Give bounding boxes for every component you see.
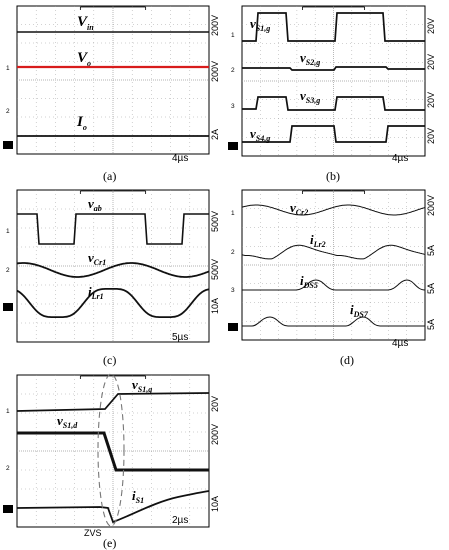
channel-marker-2: 2 bbox=[6, 108, 10, 115]
scale-vs3g: 20V bbox=[426, 92, 436, 108]
scale-vs2g: 20V bbox=[426, 54, 436, 70]
scale-ids5: 5A bbox=[426, 283, 436, 294]
scale-vo: 200V bbox=[210, 61, 220, 82]
trace-ilr2 bbox=[241, 244, 426, 260]
scale-vs1g: 20V bbox=[210, 396, 220, 412]
channel-marker-3: 3 bbox=[231, 103, 235, 110]
channel-marker-1: 1 bbox=[6, 65, 10, 72]
trace-vcr1 bbox=[16, 262, 210, 278]
trace-vab bbox=[17, 213, 209, 245]
scale-vs4g: 20V bbox=[426, 128, 436, 144]
channel-marker-3: 3 bbox=[231, 287, 235, 294]
channel-marker-4: 4 bbox=[230, 144, 234, 151]
signal-label-io: Io bbox=[76, 114, 87, 132]
panel-d: vCr2 iLr2 iDS5 iDS7 1 2 3 4 200V 5A 5A 5… bbox=[228, 189, 436, 367]
signal-label-vin: Vin bbox=[77, 14, 94, 32]
signal-label-vs2g: vS2,g bbox=[300, 50, 320, 67]
panel-e: ZVS vS1,g vS1,d iS1 1 2 3 20V 200V 10A 2… bbox=[3, 373, 220, 550]
signal-label-ids7: iDS7 bbox=[350, 302, 369, 319]
timebase-label: 4µs bbox=[392, 153, 408, 164]
scale-vab: 500V bbox=[210, 211, 220, 232]
trace-ids7 bbox=[242, 316, 425, 327]
timebase-label: 4µs bbox=[392, 338, 408, 349]
scale-vcr1: 500V bbox=[210, 259, 220, 280]
channel-marker-3-box bbox=[3, 505, 13, 513]
signal-label-vs1d: vS1,d bbox=[57, 413, 78, 430]
signal-label-vcr2: vCr2 bbox=[290, 200, 308, 217]
scale-ids7: 5A bbox=[426, 319, 436, 330]
trace-vs2g bbox=[242, 66, 425, 71]
scale-io: 2A bbox=[210, 129, 220, 140]
scale-ilr2: 5A bbox=[426, 245, 436, 256]
trace-vs1d bbox=[17, 431, 209, 472]
timebase-label: 4µs bbox=[172, 153, 188, 164]
signal-label-vs4g: vS4,g bbox=[250, 126, 270, 143]
scale-vin: 200V bbox=[210, 15, 220, 36]
scope-grid bbox=[242, 6, 425, 156]
scale-ilr1: 10A bbox=[210, 298, 220, 314]
signal-label-vo: Vo bbox=[77, 50, 91, 68]
channel-marker-4-box bbox=[228, 142, 238, 150]
trigger-bracket bbox=[301, 190, 366, 194]
channel-marker-3: 3 bbox=[5, 305, 9, 312]
trace-vs3g bbox=[242, 96, 425, 111]
channel-marker-1: 1 bbox=[6, 228, 10, 235]
scale-vs1g: 20V bbox=[426, 18, 436, 34]
panel-a: Vin Vo Io 1 2 3 200V 200V 2A 4µs (a) bbox=[3, 5, 220, 183]
zvs-label: ZVS bbox=[84, 528, 102, 538]
timebase-label: 2µs bbox=[172, 515, 188, 526]
trigger-bracket bbox=[301, 6, 366, 10]
signal-label-vab: vab bbox=[88, 196, 102, 213]
trace-vs1g bbox=[16, 392, 210, 412]
trace-is1 bbox=[16, 490, 210, 524]
channel-marker-3: 3 bbox=[5, 143, 9, 150]
trigger-bracket bbox=[79, 190, 147, 194]
panel-b: vS1,g vS2,g vS3,g vS4,g 1 2 3 4 20V 20V … bbox=[228, 5, 436, 183]
signal-label-vcr1: vCr1 bbox=[88, 250, 106, 267]
trigger-bracket bbox=[79, 6, 147, 10]
channel-marker-3-box bbox=[3, 141, 13, 149]
trace-vcr2 bbox=[241, 204, 426, 216]
channel-marker-1: 1 bbox=[231, 210, 235, 217]
panel-caption: (e) bbox=[103, 536, 116, 550]
channel-marker-1: 1 bbox=[6, 408, 10, 415]
signal-label-vs1g: vS1,g bbox=[250, 16, 270, 33]
channel-marker-3: 3 bbox=[5, 507, 9, 514]
panel-caption: (d) bbox=[340, 353, 354, 367]
channel-marker-1: 1 bbox=[231, 32, 235, 39]
timebase-label: 5µs bbox=[172, 332, 188, 343]
scale-vs1d: 200V bbox=[210, 424, 220, 445]
channel-marker-2: 2 bbox=[231, 67, 235, 74]
zvs-marker-ellipse bbox=[97, 373, 125, 527]
channel-marker-2: 2 bbox=[6, 267, 10, 274]
trace-vs1g bbox=[242, 12, 425, 42]
panel-c: vab vCr1 iLr1 1 2 3 500V 500V 10A 5µs (c… bbox=[3, 189, 220, 367]
panel-caption: (a) bbox=[103, 169, 116, 183]
trace-ids5 bbox=[242, 279, 426, 291]
scale-is1: 10A bbox=[210, 496, 220, 512]
trace-vs4g bbox=[242, 125, 425, 143]
channel-marker-4: 4 bbox=[230, 325, 234, 332]
channel-marker-2: 2 bbox=[231, 249, 235, 256]
trigger-bracket bbox=[79, 375, 147, 379]
panel-caption: (b) bbox=[326, 169, 340, 183]
scale-vcr2: 200V bbox=[426, 195, 436, 216]
signal-label-is1: iS1 bbox=[132, 488, 144, 505]
channel-marker-3-box bbox=[3, 303, 13, 311]
channel-marker-2: 2 bbox=[6, 465, 10, 472]
signal-label-ilr1: iLr1 bbox=[88, 284, 104, 301]
signal-label-vs3g: vS3,g bbox=[300, 88, 320, 105]
channel-marker-4-box bbox=[228, 323, 238, 331]
signal-label-ilr2: iLr2 bbox=[310, 232, 326, 249]
signal-label-ids5: iDS5 bbox=[300, 273, 318, 290]
signal-label-vs1g: vS1,g bbox=[132, 377, 152, 394]
trace-ilr1 bbox=[16, 288, 210, 318]
panel-caption: (c) bbox=[103, 353, 116, 367]
